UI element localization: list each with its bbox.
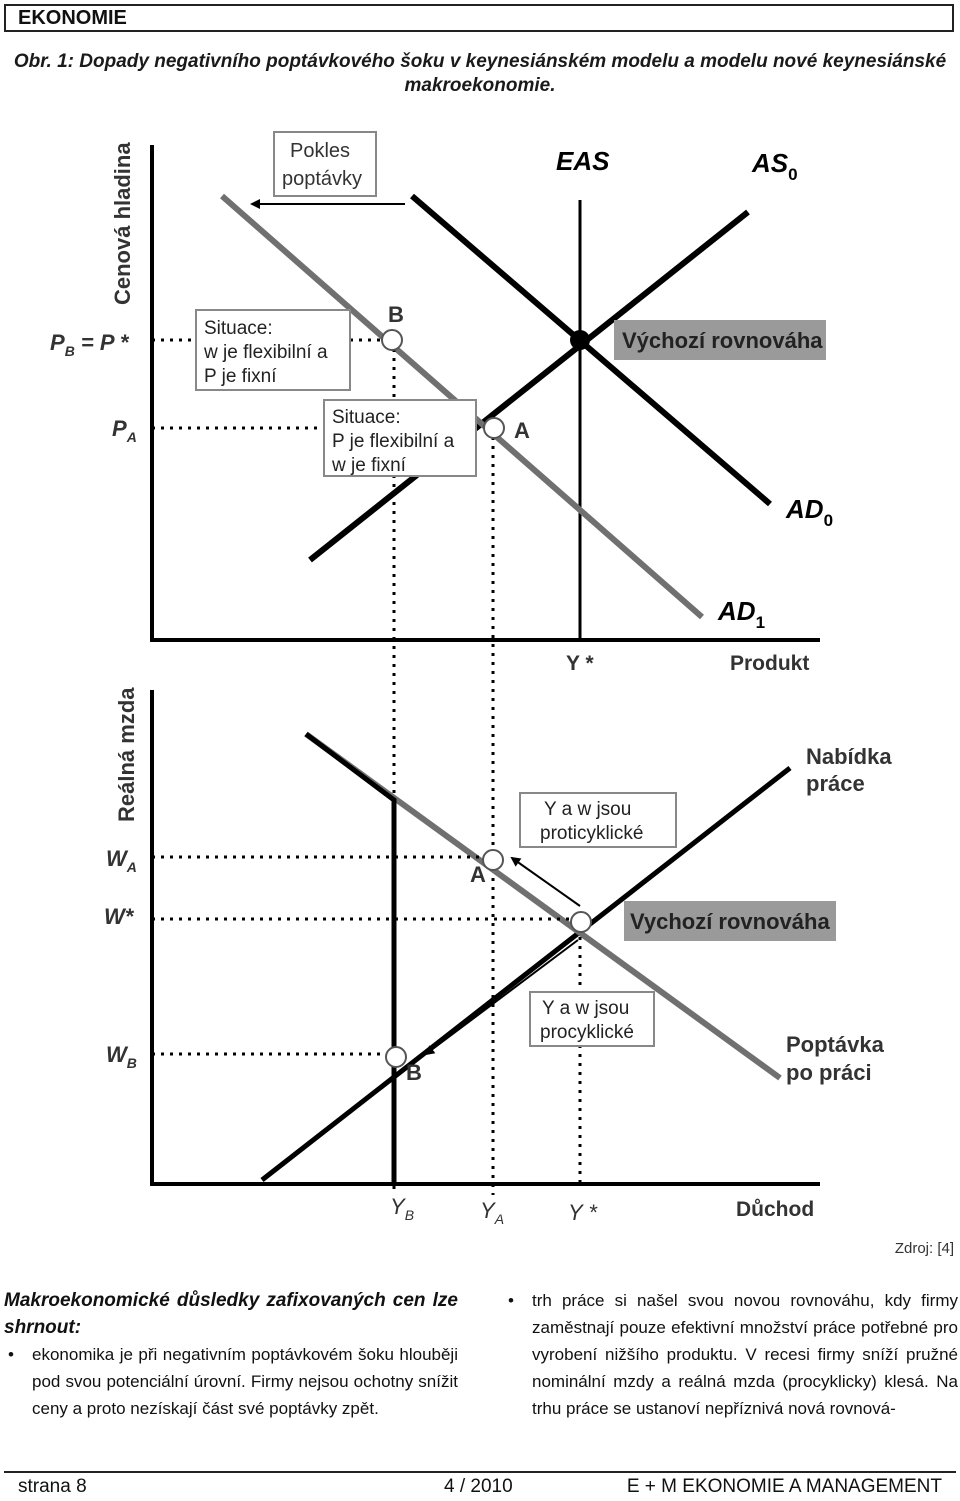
- fixed-price-demand: [304, 732, 397, 1184]
- bottom-initial-eq-label: Vychozí rovnováha: [630, 909, 830, 934]
- situation-a-box: [323, 399, 477, 477]
- situation-b-text: Situace: w je flexibilní a P je fixní: [203, 318, 333, 387]
- procyclical-arrow: [424, 939, 579, 1056]
- bottom-x-axis-label: Důchod: [736, 1198, 814, 1221]
- as0-label: AS0: [751, 148, 798, 184]
- bottom-point-a: [482, 849, 504, 871]
- page-number: strana 8: [18, 1476, 87, 1497]
- top-point-a-label: A: [514, 418, 530, 443]
- as0-curve: [308, 209, 750, 563]
- bottom-point-b: [385, 1046, 407, 1068]
- top-y-axis-label: Cenová hladina: [110, 142, 135, 305]
- issue-number: 4 / 2010: [444, 1476, 513, 1497]
- situation-a-text: Situace: P je flexibilní a w je fixní: [331, 407, 459, 476]
- top-initial-eq-box: [614, 320, 826, 360]
- demand-drop-text: Pokles poptávky: [282, 140, 362, 190]
- text-column-left: Makroekonomické důsledky zafixovaných ce…: [4, 1287, 458, 1422]
- ad1-label: AD1: [717, 596, 765, 632]
- bottom-point-b-label: B: [406, 1060, 422, 1085]
- top-point-a: [483, 417, 505, 439]
- top-equilibrium-point: [570, 330, 590, 350]
- tick-bottom-ystar: Y *: [568, 1200, 598, 1225]
- demand-drop-box: [273, 131, 377, 197]
- figure-caption: Obr. 1: Dopady negativního poptávkového …: [13, 51, 947, 96]
- procyclical-box: [529, 991, 655, 1047]
- tick-yb: YB: [390, 1194, 414, 1223]
- bottom-y-axis-label: Reálná mzda: [114, 687, 139, 822]
- ad0-curve: [410, 193, 772, 507]
- tick-ya: YA: [480, 1198, 504, 1227]
- summary-heading: Makroekonomické důsledky zafixovaných ce…: [4, 1290, 458, 1338]
- list-item: ekonomika je při negativním poptávkovém …: [4, 1341, 458, 1422]
- tick-top-ystar: Y *: [566, 652, 594, 675]
- tick-pb-eq-pstar: PB = P *: [50, 330, 130, 359]
- page-footer: strana 8 4 / 2010 E + M EKONOMIE A MANAG…: [4, 1471, 956, 1501]
- left-bullet-list: ekonomika je při negativním poptávkovém …: [4, 1341, 458, 1422]
- tick-wb: WB: [106, 1042, 137, 1071]
- countercyclical-text: Y a w jsou proticyklické: [540, 799, 643, 844]
- top-x-axis-label: Produkt: [730, 652, 809, 675]
- tick-wa: WA: [106, 846, 137, 875]
- labour-supply-curve: [260, 766, 792, 1182]
- figure-diagram: Cenová hladina Produkt B A PB = P * PA Y…: [50, 131, 898, 1227]
- labour-demand-label: Poptávka po práci: [786, 1032, 890, 1085]
- ad0-label: AD0: [785, 494, 833, 530]
- list-item: trh práce si našel svou novou rovnováhu,…: [504, 1287, 958, 1422]
- tick-pa: PA: [112, 416, 137, 445]
- section-tag: EKONOMIE: [4, 4, 954, 32]
- countercyclical-box: [519, 792, 677, 848]
- bottom-equilibrium-point: [570, 911, 592, 933]
- top-point-b-label: B: [388, 302, 404, 327]
- bottom-point-a-label: A: [470, 862, 486, 887]
- labour-supply-label: Nabídka práce: [806, 744, 898, 796]
- right-bullet-list: trh práce si našel svou novou rovnováhu,…: [504, 1287, 958, 1422]
- situation-b-box: [195, 309, 351, 391]
- eas-label: EAS: [556, 146, 610, 176]
- top-point-b: [381, 329, 403, 351]
- bottom-initial-eq-box: [624, 901, 836, 941]
- tick-wstar: W*: [104, 904, 135, 929]
- figure-source: Zdroj: [4]: [894, 1240, 954, 1257]
- text-column-right: trh práce si našel svou novou rovnováhu,…: [504, 1287, 958, 1422]
- countercyclical-arrow: [510, 856, 581, 907]
- journal-name: E + M EKONOMIE A MANAGEMENT: [626, 1476, 942, 1497]
- top-initial-eq-label: Výchozí rovnováha: [622, 328, 823, 353]
- procyclical-text: Y a w jsou procyklické: [540, 998, 635, 1043]
